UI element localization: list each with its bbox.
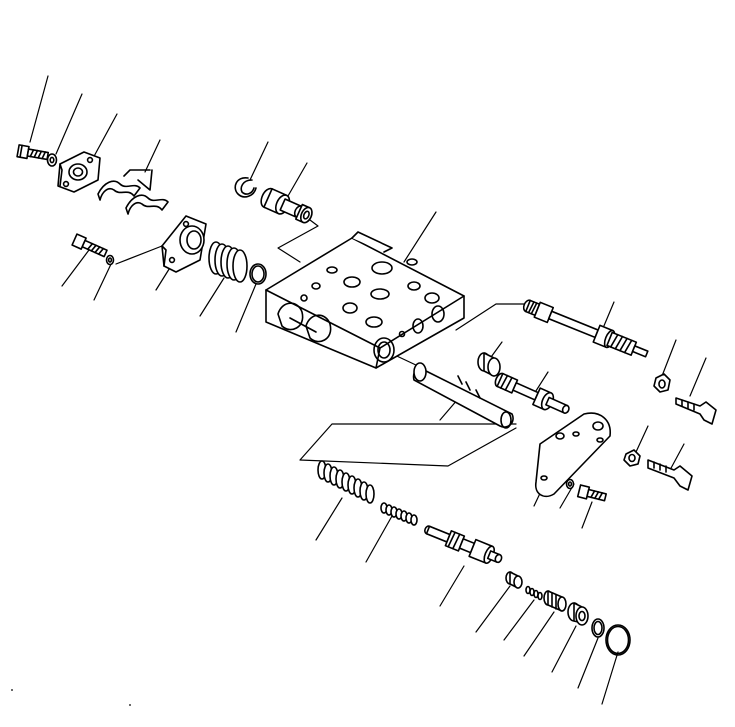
- leader-line-small-collar: [475, 585, 511, 633]
- valve-plug: [260, 187, 313, 224]
- leader-line-valve-body: [403, 211, 437, 263]
- spring-cap: [161, 215, 207, 273]
- leader-line-lower-washer: [577, 637, 599, 689]
- spool-rod: [522, 299, 649, 358]
- valve-body: [265, 231, 465, 369]
- leader-line-relief-spool: [439, 565, 465, 607]
- leader-line-bolt-bracket: [581, 501, 593, 529]
- connector-rod-to-body: [455, 303, 531, 331]
- leader-line-nut-bracket: [635, 425, 649, 453]
- lower-cap: [567, 602, 589, 626]
- leader-line-tiny-spring: [503, 599, 535, 641]
- leader-line-bolt-upper-left: [29, 75, 49, 143]
- relief-spool: [424, 525, 503, 565]
- shims: [97, 169, 169, 215]
- tiny-spring: [525, 585, 543, 601]
- spring-large: [208, 241, 248, 283]
- washer-upper-left: [46, 153, 58, 167]
- o-ring-left: [249, 263, 267, 285]
- leader-line-lever-upper-right: [689, 357, 707, 397]
- small-collar: [505, 571, 523, 589]
- bracket-plate: [534, 412, 611, 498]
- leader-line-spring-lower-large: [315, 497, 343, 541]
- connector-lower-group: [299, 423, 517, 467]
- bolt-mid-left: [71, 233, 108, 258]
- lever-upper-right: [675, 397, 717, 425]
- bolt-bracket: [576, 484, 607, 502]
- leader-line-lever-lower-right: [669, 443, 685, 471]
- lower-washer: [591, 618, 605, 638]
- spring-lower-large: [317, 460, 375, 504]
- spring-lower-small: [380, 502, 418, 526]
- bolt-upper-left: [16, 144, 50, 161]
- leader-line-bolt-mid-left: [61, 245, 93, 287]
- check-valve: [494, 372, 570, 414]
- cover-plate: [57, 151, 101, 193]
- lower-o-ring: [605, 624, 631, 656]
- lever-lower-right: [647, 459, 693, 491]
- connector-plug-to-body: [277, 213, 319, 263]
- leader-line-shims: [144, 139, 161, 173]
- stray-dot: [11, 689, 13, 691]
- main-spool: [412, 362, 514, 429]
- nut-right: [653, 373, 671, 393]
- leader-line-washer-upper-left: [55, 93, 83, 155]
- leader-line-lower-plug: [523, 611, 555, 657]
- leader-line-snap-ring: [249, 141, 269, 181]
- leader-line-lower-o-ring: [601, 651, 619, 705]
- connector-cap-to-body: [115, 245, 163, 265]
- washer-bracket: [565, 478, 575, 490]
- leader-line-spring-lower-small: [365, 515, 393, 563]
- leader-line-spring-large: [199, 277, 225, 317]
- washer-mid-left: [105, 254, 115, 266]
- leader-line-nut-right: [661, 339, 677, 377]
- leader-line-washer-mid-left: [93, 261, 113, 301]
- snap-ring: [234, 177, 257, 198]
- lower-plug: [543, 590, 567, 612]
- leader-line-valve-plug: [287, 162, 308, 197]
- leader-line-lower-cap: [551, 625, 577, 673]
- nut-bracket: [623, 449, 641, 467]
- sleeve: [477, 352, 501, 377]
- leader-line-check-valve: [533, 371, 549, 395]
- leader-line-o-ring-left: [235, 283, 257, 333]
- stray-dot: [129, 704, 131, 706]
- leader-line-cover-plate: [91, 113, 118, 161]
